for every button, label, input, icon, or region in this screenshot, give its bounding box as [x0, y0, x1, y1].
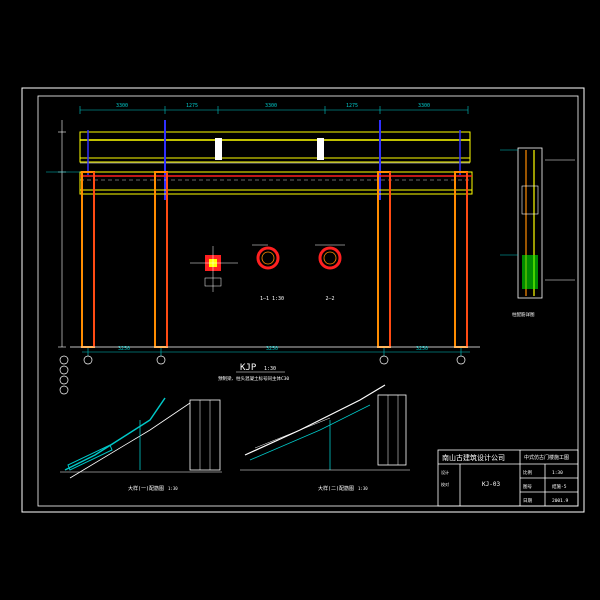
top-dimension-chain — [79, 106, 469, 114]
tb-sheet-value: 结施-5 — [552, 483, 567, 490]
upper-beam — [79, 120, 471, 200]
tb-project: 南山古建筑设计公司 — [442, 453, 505, 462]
left-level-markers — [46, 120, 80, 348]
frame-title: KJP — [240, 363, 257, 373]
detail-left — [60, 397, 222, 479]
tb-drawing-name: 中式仿古门楼施工图 — [524, 454, 569, 461]
tb-sheet-code: KJ-03 — [482, 481, 500, 488]
tb-designer: 设计 — [441, 469, 449, 475]
dim-bottom-3: 3250 — [416, 346, 428, 352]
column-1 — [81, 171, 95, 348]
side-detail-note: 柱配筋详图 — [512, 311, 535, 318]
column-4 — [454, 171, 468, 348]
tb-scale-value: 1:30 — [552, 470, 563, 476]
side-column-detail — [500, 147, 575, 299]
tb-scale-label: 比例 — [523, 469, 532, 476]
columns — [81, 171, 468, 348]
detail-right-title: 大样(二)配筋图 — [318, 485, 354, 492]
bottom-dimension-chain — [82, 348, 470, 356]
section-1-pipe — [252, 244, 280, 270]
dim-top-2: 1275 — [186, 103, 198, 109]
lower-beam — [79, 171, 473, 195]
axis-bubbles — [59, 355, 466, 395]
detail-left-title: 大样(一)配筋图 — [128, 485, 164, 492]
dim-top-1: 3300 — [116, 103, 128, 109]
section-2-label: 2—2 — [325, 296, 334, 302]
dim-top-5: 3300 — [418, 103, 430, 109]
dim-top-3: 3300 — [265, 103, 277, 109]
detail-left-scale: 1:30 — [168, 486, 178, 491]
tb-checker: 校对 — [441, 481, 449, 487]
dim-bottom-2: 3250 — [266, 346, 278, 352]
dim-bottom-1: 3250 — [118, 346, 130, 352]
bottom-dimension-texts: 3250 3250 3250 — [118, 346, 428, 352]
section-1-label: 1—1 1:30 — [260, 296, 284, 302]
detail-right-scale: 1:30 — [358, 486, 368, 491]
tb-date-value: 2001.9 — [552, 498, 569, 504]
dim-top-4: 1275 — [346, 103, 358, 109]
section-2-pipe — [315, 244, 345, 270]
tb-sheet-label: 图号 — [523, 484, 532, 490]
drawing-frame — [37, 95, 579, 507]
title-block — [437, 449, 579, 507]
frame-note: 预制梁、柱头混凝土标号同主体C30 — [218, 375, 289, 382]
sheet-border — [21, 87, 585, 513]
detail-right — [240, 384, 410, 471]
tb-date-label: 日期 — [523, 498, 532, 504]
section-detail-square — [190, 246, 238, 292]
frame-scale: 1:30 — [264, 366, 276, 372]
top-dimension-texts: 3300 1275 3300 1275 3300 — [116, 103, 430, 109]
